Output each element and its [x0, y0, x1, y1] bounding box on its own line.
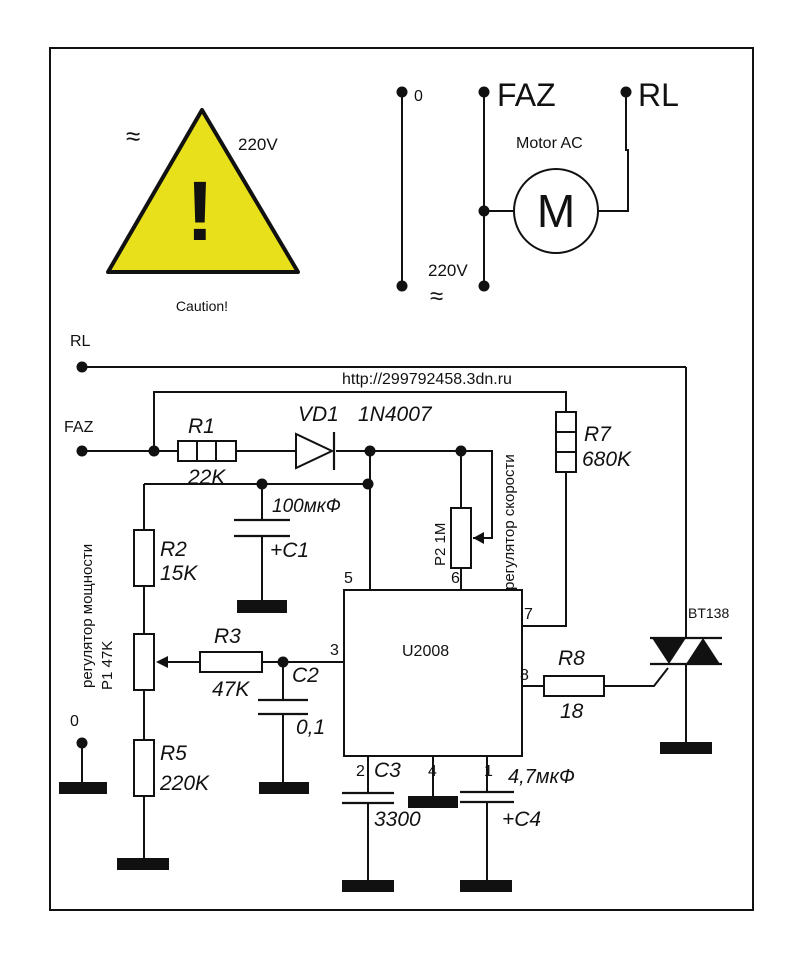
- component-r1: R1 22K: [177, 415, 237, 489]
- component-c1: 100мкФ +C1: [234, 496, 341, 562]
- ic-pin-6: 6: [451, 570, 460, 587]
- r2-value: 15K: [160, 562, 198, 585]
- ground-icon: [117, 858, 169, 870]
- motor-terminal-faz: FAZ: [497, 77, 556, 113]
- component-u2008: U2008 5 6 7 3 8 2 4 1: [330, 570, 533, 780]
- ic-pin-8: 8: [520, 667, 529, 684]
- r7-value: 680K: [582, 448, 632, 471]
- input-rl-label: RL: [70, 333, 91, 350]
- ic-pin-4: 4: [428, 763, 437, 780]
- frame-border: [49, 47, 754, 911]
- input-0-label: 0: [70, 713, 79, 730]
- motor-ac-symbol-icon: ≈: [430, 283, 443, 310]
- website-url: http://299792458.3dn.ru: [342, 371, 512, 388]
- component-bt138-triac: BT138: [650, 605, 729, 666]
- r3-value: 47K: [212, 678, 250, 701]
- motor-voltage: 220V: [428, 261, 468, 280]
- component-r7: R7 680K: [555, 411, 632, 473]
- c2-value: 0,1: [296, 716, 325, 739]
- p1-note: регулятор мощности: [79, 544, 96, 688]
- p2-name: P2 1M: [432, 523, 449, 566]
- ic-pin-1: 1: [484, 763, 493, 780]
- p1-name: P1 47K: [99, 641, 116, 690]
- c2-name: C2: [292, 664, 319, 687]
- r2-name: R2: [160, 538, 187, 561]
- r5-value: 220K: [159, 772, 210, 795]
- motor-terminal-rl: RL: [638, 77, 679, 113]
- c1-name: +C1: [270, 539, 309, 562]
- motor-section: 0 FAZ M RL Motor AC 220V ≈: [396, 77, 679, 310]
- r8-value: 18: [560, 700, 584, 723]
- c3-name: C3: [374, 759, 401, 782]
- component-r5: R5 220K: [133, 739, 210, 797]
- component-vd1: VD1 1N4007: [295, 403, 433, 470]
- ic-pin-7: 7: [524, 606, 533, 623]
- c4-value: 4,7мкФ: [508, 766, 575, 788]
- p2-note: регулятор скорости: [501, 454, 518, 590]
- c1-value: 100мкФ: [272, 496, 341, 517]
- ic-pin-5: 5: [344, 570, 353, 587]
- component-p1: P1 47K регулятор мощности: [79, 544, 168, 691]
- component-c4: 4,7мкФ +C4: [460, 766, 575, 831]
- c4-name: +C4: [502, 808, 541, 831]
- warning-voltage: 220V: [238, 135, 278, 154]
- component-r3: R3 47K: [199, 625, 263, 701]
- component-r8: R8 18: [543, 647, 605, 723]
- ic-pin-3: 3: [330, 642, 339, 659]
- ground-icon: [408, 796, 458, 808]
- ground-icon: [259, 782, 309, 794]
- r1-name: R1: [188, 415, 215, 438]
- component-r2: R2 15K: [133, 529, 198, 587]
- ground-icon: [237, 600, 287, 613]
- component-c3: C3 3300: [342, 759, 421, 831]
- warning-sign: ! ≈ 220V Caution!: [106, 108, 300, 314]
- warning-triangle-icon: [106, 108, 300, 274]
- component-p2: P2 1M регулятор скорости: [432, 454, 518, 590]
- r8-name: R8: [558, 647, 585, 670]
- ground-icon: [59, 782, 107, 794]
- component-c2: C2 0,1: [258, 664, 325, 739]
- vd1-value: 1N4007: [358, 403, 433, 426]
- motor-title: Motor AC: [516, 135, 583, 152]
- motor-terminal-0: 0: [414, 88, 423, 105]
- ac-symbol-icon: ≈: [126, 121, 140, 151]
- ground-symbols: [59, 600, 712, 892]
- r5-name: R5: [160, 742, 187, 765]
- input-faz-label: FAZ: [64, 419, 94, 436]
- c3-value: 3300: [374, 808, 421, 831]
- exclamation-icon: !: [186, 164, 214, 258]
- ic-body: [343, 589, 523, 757]
- ic-name: U2008: [402, 643, 449, 660]
- motor-symbol: M: [537, 185, 575, 237]
- triac-name: BT138: [688, 605, 729, 621]
- ic-pin-2: 2: [356, 763, 365, 780]
- ground-icon: [342, 880, 394, 892]
- warning-caption: Caution!: [176, 298, 228, 314]
- vd1-name: VD1: [298, 403, 339, 426]
- ground-icon: [660, 742, 712, 754]
- ground-icon: [460, 880, 512, 892]
- r1-value: 22K: [187, 466, 226, 489]
- r7-name: R7: [584, 423, 612, 446]
- r3-name: R3: [214, 625, 241, 648]
